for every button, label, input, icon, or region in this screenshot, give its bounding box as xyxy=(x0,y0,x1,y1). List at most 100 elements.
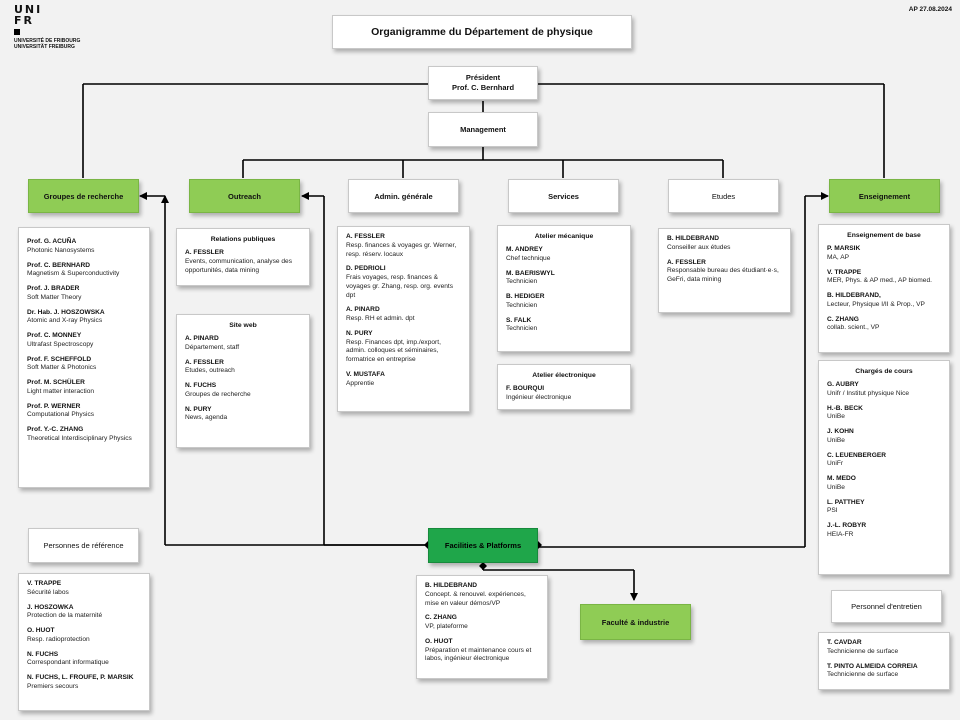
person-role: Technicienne de surface xyxy=(827,671,899,679)
person-role: Resp. finances & voyages gr. Werner, res… xyxy=(346,241,457,258)
person-name: N. FUCHS, L. FROUFE, P. MARSIK xyxy=(27,674,134,682)
person-name: N. FUCHS xyxy=(27,650,59,658)
president-box: Président Prof. C. Bernhard xyxy=(428,66,538,100)
node-facilities-platforms: Facilities & Platforms xyxy=(428,528,538,563)
person-name: C. LEUENBERGER xyxy=(827,451,886,459)
person-name: V. TRAPPE xyxy=(27,580,62,587)
person-role: PSI xyxy=(827,507,838,515)
card-section-title: Enseignement de base xyxy=(847,232,921,239)
person-role: Lecteur, Physique I/II & Prop., VP xyxy=(827,300,925,308)
person-role: Technicien xyxy=(506,301,538,309)
person-role: Chef technique xyxy=(506,254,551,262)
card-section-title: Atelier électronique xyxy=(532,372,596,379)
person-role: Unifr / Institut physique Nice xyxy=(827,389,910,397)
person-name: C. ZHANG xyxy=(827,315,859,323)
person-name: T. CAVDAR xyxy=(827,639,862,646)
person-name: A. PINARD xyxy=(346,306,380,314)
card-section-title: Atelier mécanique xyxy=(534,233,594,240)
person-role: Frais voyages, resp. finances & voyages … xyxy=(346,274,454,299)
person-name: A. FESSLER xyxy=(185,358,224,366)
person-role: Groupes de recherche xyxy=(185,390,251,398)
person-name: Dr. Hab. J. HOSZOWSKA xyxy=(27,308,105,316)
person-role: Resp. radioprotection xyxy=(27,635,90,643)
person-role: Technicien xyxy=(506,325,538,333)
person-name: J. KOHN xyxy=(827,428,854,436)
person-role: UniBe xyxy=(827,483,845,491)
date-tag: AP 27.08.2024 xyxy=(908,6,952,13)
person-name: O. HUOT xyxy=(425,637,453,645)
person-name: H.-B. BECK xyxy=(827,404,863,412)
person-name: G. AUBRY xyxy=(827,381,859,389)
person-name: M. BAERISWYL xyxy=(506,269,555,277)
person-role: Resp. RH et admin. dpt xyxy=(346,315,415,323)
person-name: B. HILDEBRAND, xyxy=(827,292,881,300)
node-admin-generale: Admin. générale xyxy=(348,179,459,213)
node-services: Services xyxy=(508,179,619,213)
person-name: Prof. G. ACUÑA xyxy=(27,238,77,245)
management-box: Management xyxy=(428,112,538,147)
person-name: M. MEDO xyxy=(827,475,856,483)
person-name: B. HEDIGER xyxy=(506,293,545,301)
person-role: Events, communication, analyse des oppor… xyxy=(185,257,293,274)
node-personnes-reference: Personnes de référence xyxy=(28,528,139,563)
person-role: collab. scient., VP xyxy=(827,324,880,332)
person-name: B. HILDEBRAND xyxy=(667,235,720,242)
person-role: Computational Physics xyxy=(27,411,95,419)
logo-sub-1: UNIVERSITÉ DE FRIBOURG xyxy=(14,38,81,44)
person-role: Département, staff xyxy=(185,343,240,351)
person-role: Atomic and X-ray Physics xyxy=(27,317,103,325)
person-role: Ingénieur électronique xyxy=(506,393,572,401)
person-role: Préparation et maintenance cours et labo… xyxy=(425,646,532,663)
person-role: Soft Matter & Photonics xyxy=(27,364,97,372)
person-role: Resp. Finances dpt, imp./export, admin. … xyxy=(346,338,441,364)
person-name: J. HOSZOWKA xyxy=(27,603,74,611)
person-name: O. HUOT xyxy=(27,627,55,635)
person-role: Sécurité labos xyxy=(27,588,69,596)
logo-line-2: FR xyxy=(14,14,34,27)
person-role: Responsable bureau des étudiant·e·s, GeF… xyxy=(667,267,779,284)
president-name: Prof. C. Bernhard xyxy=(451,83,515,92)
person-name: T. PINTO ALMEIDA CORREIA xyxy=(827,662,918,670)
person-name: A. FESSLER xyxy=(346,233,385,240)
logo-line-1: UNI xyxy=(14,3,43,16)
person-name: A. FESSLER xyxy=(185,249,224,257)
person-role: Etudes, outreach xyxy=(185,367,235,375)
person-role: Theoretical Interdisciplinary Physics xyxy=(27,435,132,443)
person-name: L. PATTHEY xyxy=(827,498,865,506)
person-name: F. BOURQUI xyxy=(506,385,545,393)
person-role: UniBe xyxy=(827,436,845,444)
person-name: Prof. P. WERNER xyxy=(27,402,81,410)
university-logo: UNI FR UNIVERSITÉ DE FRIBOURG UNIVERSITÄ… xyxy=(14,4,80,50)
person-role: News, agenda xyxy=(185,414,228,422)
node-outreach: Outreach xyxy=(189,179,300,213)
